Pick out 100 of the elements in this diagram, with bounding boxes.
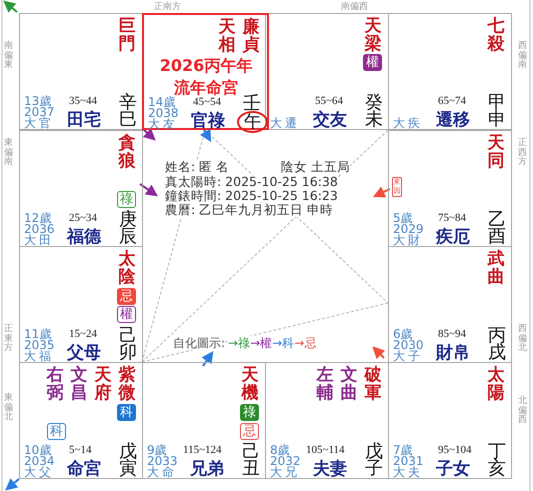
star-name: 貪狼 [117, 134, 136, 170]
star-name: 紫微 [117, 366, 136, 402]
direction-label: 正西方 [518, 139, 528, 168]
stem-branch: 辛巳 [118, 94, 138, 128]
palace-cell [388, 13, 512, 130]
star-name: 廉貞 [241, 18, 260, 54]
age-label: 12歲 [24, 212, 52, 224]
palace-cell [19, 362, 143, 479]
stem-branch: 丙戌 [487, 327, 507, 361]
stem-branch: 癸未 [364, 94, 384, 128]
stem-branch: 己卯 [118, 327, 138, 361]
star-name: 巨門 [118, 17, 136, 53]
decade-label: 大友 [148, 118, 178, 130]
decade-label: 大子 [393, 350, 423, 362]
age-range: 115~124 [183, 444, 222, 456]
year-label: 2029 [393, 223, 424, 235]
palace-cell [142, 362, 266, 479]
age-range: 35~44 [69, 95, 97, 107]
age-range: 45~54 [193, 96, 221, 108]
age-label: 10歲 [24, 444, 52, 456]
year-label: 2034 [24, 455, 55, 467]
age-label: 13歲 [24, 95, 52, 107]
palace-cell [265, 362, 389, 479]
palace-name: 財帛 [436, 344, 470, 362]
star-name: 天相 [217, 18, 236, 54]
age-label: 6歲 [393, 328, 413, 340]
palace-name: 疾厄 [436, 228, 470, 246]
direction-label: 西偏南 [518, 42, 528, 70]
year-label: 2031 [393, 455, 424, 467]
palace-name: 官祿 [191, 112, 225, 130]
highlight-text: 流年命宮 [174, 78, 239, 97]
direction-label: 南偏西 [341, 1, 369, 13]
year-label: 2036 [24, 223, 55, 235]
direction-label: 南偏東 [4, 42, 14, 70]
age-range: 75~84 [438, 212, 466, 224]
year-label: 2038 [148, 107, 179, 119]
age-range: 85~94 [438, 328, 466, 340]
star-name: 天機 [240, 366, 260, 402]
age-label: 5歲 [393, 212, 413, 224]
decade-label: 大福 [24, 350, 54, 362]
transform-badge: 權 [363, 54, 382, 71]
decade-label: 大遷 [270, 117, 300, 129]
palace-cell [19, 130, 143, 247]
palace-cell [388, 130, 512, 247]
palace-name: 田宅 [67, 111, 101, 129]
info-text: 陰女 土五局 [281, 160, 350, 174]
palace-cell [19, 13, 143, 130]
decade-label: 大官 [24, 117, 54, 129]
star-name: 右弼 [45, 366, 64, 402]
direction-label: 西偏北 [518, 325, 528, 354]
age-range: 55~64 [315, 95, 343, 107]
info-text: 真太陽時: 2025-10-25 16:38 [165, 175, 338, 189]
direction-label: 東偏南 [4, 139, 14, 168]
palace-name: 夫妻 [313, 460, 347, 478]
legend-item: →權 [250, 336, 272, 350]
palace-name: 子女 [436, 460, 470, 478]
transform-badge: 科 [47, 423, 66, 440]
palace-name: 命宮 [67, 460, 101, 478]
star-name: 七殺 [486, 17, 506, 53]
legend-item: →忌 [294, 336, 316, 350]
decade-label: 大財 [393, 234, 423, 246]
palace-cell [388, 362, 512, 479]
year-label: 2032 [270, 455, 301, 467]
stem-branch: 戊子 [364, 443, 384, 477]
transform-badge: 忌 [240, 423, 259, 440]
age-label: 9歲 [147, 444, 167, 456]
stem-branch: 甲申 [487, 94, 507, 128]
info-text: 姓名: 匿 名 [165, 160, 230, 174]
stem-branch: 乙酉 [487, 211, 507, 245]
highlight-text: 2026丙午年 [158, 56, 254, 77]
palace-cell [265, 13, 389, 130]
star-name: 武曲 [486, 250, 506, 286]
transform-badge: 科 [117, 404, 136, 421]
star-name: 左輔 [315, 366, 334, 402]
star-name: 天梁 [363, 17, 382, 53]
star-name: 破軍 [363, 366, 382, 402]
star-name: 文昌 [70, 366, 88, 402]
decade-label: 大命 [147, 466, 177, 478]
direction-label: 東偏北 [4, 394, 14, 422]
age-label: 11歲 [24, 328, 52, 340]
legend-item: →科 [272, 336, 294, 350]
age-label: 8歲 [270, 444, 290, 456]
info-text: 鐘錶時間: 2025-10-25 16:23 [165, 189, 338, 203]
age-range: 105~114 [306, 444, 345, 456]
year-label: 2033 [147, 455, 178, 467]
year-label: 2030 [393, 339, 424, 351]
age-label: 7歲 [393, 444, 413, 456]
age-range: 65~74 [438, 95, 466, 107]
year-label: 2037 [24, 106, 55, 118]
decade-label: 大夫 [393, 466, 423, 478]
age-range: 95~104 [438, 444, 472, 456]
palace-name: 父母 [67, 344, 101, 362]
info-text: 農曆: 乙巳年九月初五日 申時 [165, 203, 334, 217]
direction-label: 正東方 [4, 325, 14, 354]
circled-branch: 午 [237, 111, 268, 133]
stem-branch: 壬 [242, 95, 262, 112]
palace-name: 遷移 [436, 111, 470, 129]
star-name: 文曲 [340, 366, 358, 402]
palace-name: 交友 [313, 111, 347, 129]
transform-badge: 權 [117, 306, 136, 323]
